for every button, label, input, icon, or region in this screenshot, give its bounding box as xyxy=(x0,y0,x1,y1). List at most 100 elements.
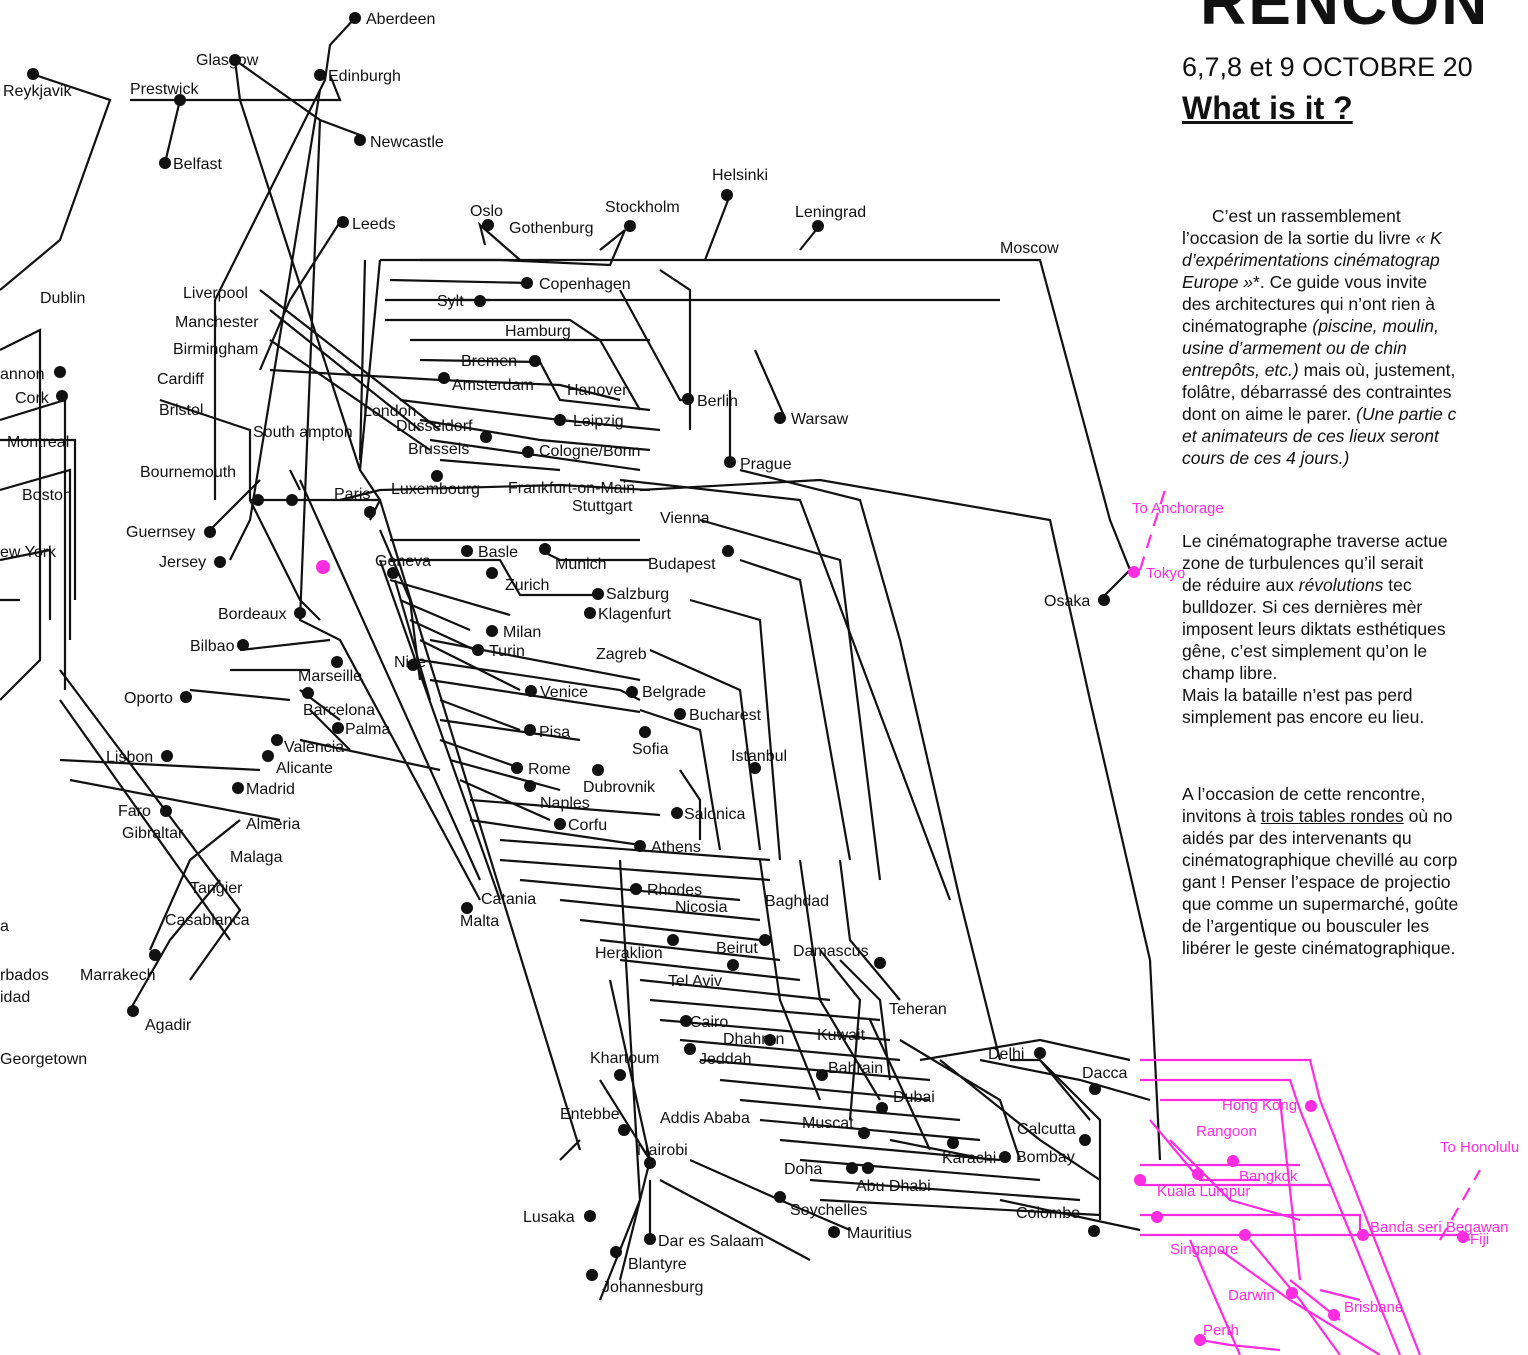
city-label: Budapest xyxy=(648,556,716,573)
city-label: Reykjavik xyxy=(3,83,72,100)
pink-city-label: To Anchorage xyxy=(1132,500,1224,517)
city-label: Geneva xyxy=(375,553,431,570)
city-label: Brussels xyxy=(408,441,469,458)
city-label: Teheran xyxy=(889,1001,947,1018)
city-label: Jeddah xyxy=(699,1051,752,1068)
highlight-routes xyxy=(1138,489,1481,1355)
round-tables-text: trois tables rondes xyxy=(1260,806,1404,826)
city-label: Luxembourg xyxy=(391,481,480,498)
city-label: Bahrain xyxy=(828,1060,883,1077)
city-label: Osaka xyxy=(1044,593,1090,610)
city-label: Dhahran xyxy=(723,1031,784,1048)
city-label: Lisbon xyxy=(106,749,153,766)
city-label: Karachi xyxy=(942,1150,996,1167)
city-label: Liverpool xyxy=(183,285,248,302)
city-label: Dusseldorf xyxy=(396,418,473,435)
city-label: Zagreb xyxy=(596,646,647,663)
pink-city-label: Darwin xyxy=(1228,1287,1275,1304)
city-label: Addis Ababa xyxy=(660,1110,750,1127)
city-label: Montreal xyxy=(7,434,69,451)
city-label: Nairobi xyxy=(637,1142,688,1159)
city-label: Lusaka xyxy=(523,1209,575,1226)
city-label: Cairo xyxy=(690,1014,728,1031)
city-label: Rhodes xyxy=(647,882,702,899)
city-label: Athens xyxy=(651,839,701,856)
city-label: Bournemouth xyxy=(140,464,236,481)
city-label: Malta xyxy=(460,913,499,930)
city-label: Paris xyxy=(334,486,370,503)
pink-city-label: Singapore xyxy=(1170,1241,1238,1258)
city-label: Palma xyxy=(345,721,390,738)
section-heading: What is it ? xyxy=(1182,90,1353,126)
city-label: Georgetown xyxy=(0,1051,87,1068)
city-label: Nice xyxy=(394,654,426,671)
city-label: Nicosia xyxy=(675,899,728,916)
city-labels: Aberdeen Glasgow Edinburgh Reykjavik Pre… xyxy=(0,11,1127,1296)
city-label: Stuttgart xyxy=(572,498,633,515)
city-label: Rome xyxy=(528,761,571,778)
city-label: Newcastle xyxy=(370,134,444,151)
city-label: Cardiff xyxy=(157,371,204,388)
city-label: Leipzig xyxy=(573,413,624,430)
city-label: Dubrovnik xyxy=(583,779,656,796)
city-label: Beirut xyxy=(716,940,758,957)
pink-city-label: Kuala Lumpur xyxy=(1157,1183,1250,1200)
city-label: Bilbao xyxy=(190,638,235,655)
pink-city-label: Perth xyxy=(1203,1322,1239,1339)
city-label: Entebbe xyxy=(560,1106,620,1123)
city-label: Bordeaux xyxy=(218,606,287,623)
city-label: Leeds xyxy=(352,216,396,233)
event-description: RENCON 6,7,8 et 9 OCTOBRE 20 What is it … xyxy=(1182,0,1528,1000)
city-label: Birmingham xyxy=(173,341,258,358)
city-label: Gothenburg xyxy=(509,220,594,237)
city-label: Klagenfurt xyxy=(598,606,671,623)
city-label: Mauritius xyxy=(847,1225,912,1242)
city-label: South ampton xyxy=(253,424,353,441)
city-label: Pisa xyxy=(539,724,570,741)
pink-city-label: Bangkok xyxy=(1239,1168,1298,1185)
city-label: Casablanca xyxy=(165,912,250,929)
city-label: Vienna xyxy=(660,510,710,527)
city-label: Malaga xyxy=(230,849,283,866)
city-label: Bremen xyxy=(461,353,517,370)
city-label: Boston xyxy=(22,487,72,504)
city-label: Prague xyxy=(740,456,792,473)
city-label: Leningrad xyxy=(795,204,866,221)
city-label: Frankfurt-on-Main xyxy=(508,480,635,497)
pink-city-label: Hong Kong xyxy=(1222,1097,1297,1114)
city-label: Bucharest xyxy=(689,707,762,724)
city-label: Cologne/Bonn xyxy=(539,443,640,460)
city-label: ew York xyxy=(0,544,57,561)
city-label: a xyxy=(0,918,9,935)
city-label: Jersey xyxy=(159,554,206,571)
city-label: Baghdad xyxy=(765,893,829,910)
city-label: Doha xyxy=(784,1161,822,1178)
city-label: Naples xyxy=(540,795,590,812)
city-label: Faro xyxy=(118,803,151,820)
city-label: Oporto xyxy=(124,690,173,707)
city-label: Milan xyxy=(503,624,541,641)
city-label: Blantyre xyxy=(628,1256,687,1273)
city-label: Agadir xyxy=(145,1017,192,1034)
city-label: Marseille xyxy=(298,668,362,685)
city-label: Almeria xyxy=(246,816,300,833)
city-label: Moscow xyxy=(1000,240,1059,257)
city-label: Bristol xyxy=(159,402,203,419)
city-label: Tel Aviv xyxy=(668,973,722,990)
city-label: Venice xyxy=(540,684,588,701)
city-label: Copenhagen xyxy=(539,276,631,293)
city-label: Istanbul xyxy=(731,748,787,765)
city-label: Salonica xyxy=(684,806,745,823)
city-label: Dar es Salaam xyxy=(658,1233,764,1250)
city-label: Dacca xyxy=(1082,1065,1127,1082)
city-label: Delhi xyxy=(988,1046,1024,1063)
paragraph-turbulence: Le cinématographe traverse actue zone de… xyxy=(1182,531,1448,727)
pink-city-label: Banda seri Begawan xyxy=(1370,1219,1508,1236)
pink-city-label: To Honolulu xyxy=(1440,1139,1519,1156)
city-label: Catania xyxy=(481,891,536,908)
city-label: Muscat xyxy=(802,1115,854,1132)
city-label: Sylt xyxy=(437,293,464,310)
city-label: Khartoum xyxy=(590,1050,659,1067)
pink-city-labels: To Anchorage Tokyo Hong Kong Rangoon Ban… xyxy=(1132,500,1519,1339)
